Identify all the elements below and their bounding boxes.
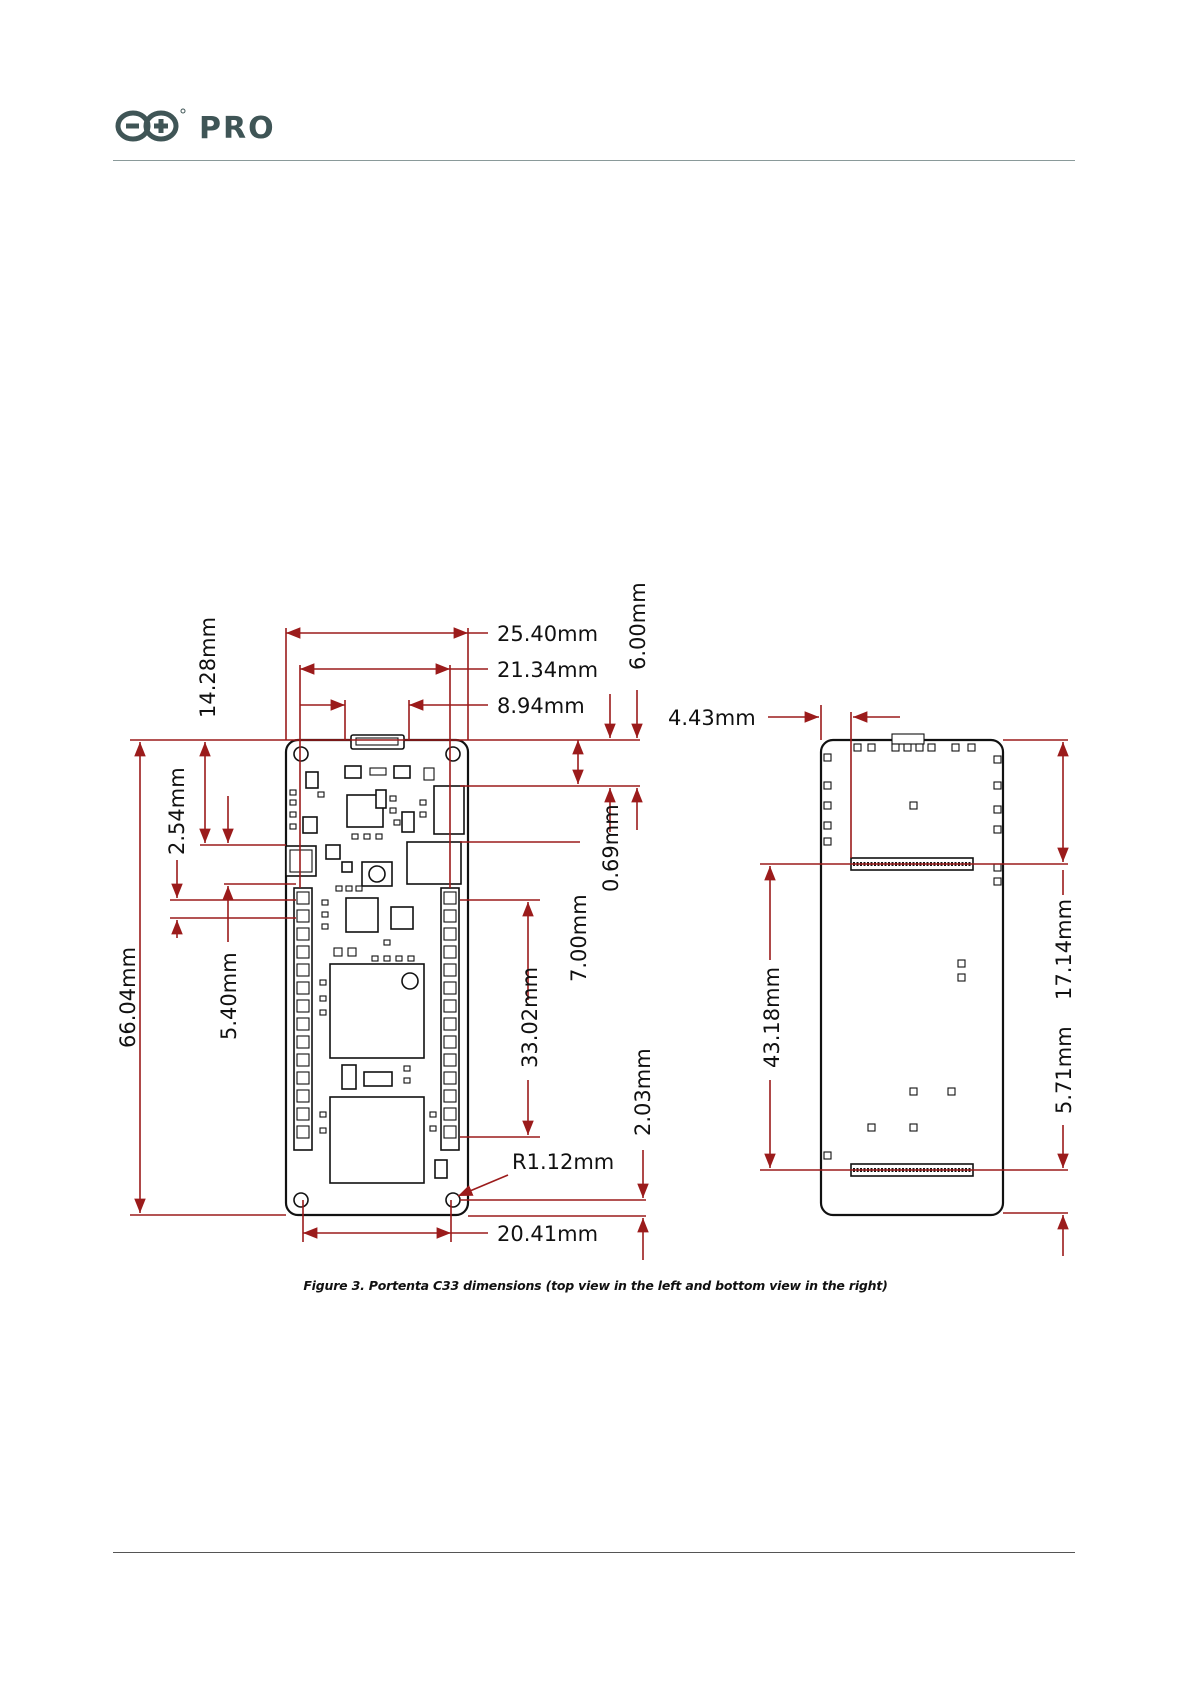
- figure-caption: Figure 3. Portenta C33 dimensions (top v…: [0, 1278, 1191, 1293]
- dim-header-start: 5.40mm: [217, 952, 241, 1040]
- dim-header-spacing: 21.34mm: [497, 658, 598, 682]
- footer-divider: [113, 1552, 1075, 1553]
- dim-hole-offset: 14.28mm: [196, 617, 220, 718]
- dim-pin-pitch: 2.54mm: [165, 767, 189, 855]
- dim-edge-offset: 0.69mm: [599, 804, 623, 892]
- dim-connector-offset: 7.00mm: [567, 894, 591, 982]
- dim-hole-radius: R1.12mm: [512, 1150, 614, 1174]
- dim-bottom-connector-offset: 5.71mm: [1052, 1026, 1076, 1114]
- dim-usb-offset: 8.94mm: [497, 694, 585, 718]
- dim-connector-height: 6.00mm: [626, 582, 650, 670]
- dim-hole-spacing: 20.41mm: [497, 1222, 598, 1246]
- dim-board-width: 25.40mm: [497, 622, 598, 646]
- dim-bottom-offset: 2.03mm: [631, 1048, 655, 1136]
- dim-pin-row-length: 33.02mm: [518, 967, 542, 1068]
- dim-top-connector-offset: 17.14mm: [1052, 899, 1076, 1000]
- top-view-board: [286, 735, 468, 1215]
- bottom-view-board: [821, 734, 1003, 1215]
- dim-connector-spacing: 43.18mm: [760, 967, 784, 1068]
- dim-board-length: 66.04mm: [116, 947, 140, 1048]
- dim-connector-edge-offset: 4.43mm: [668, 706, 756, 730]
